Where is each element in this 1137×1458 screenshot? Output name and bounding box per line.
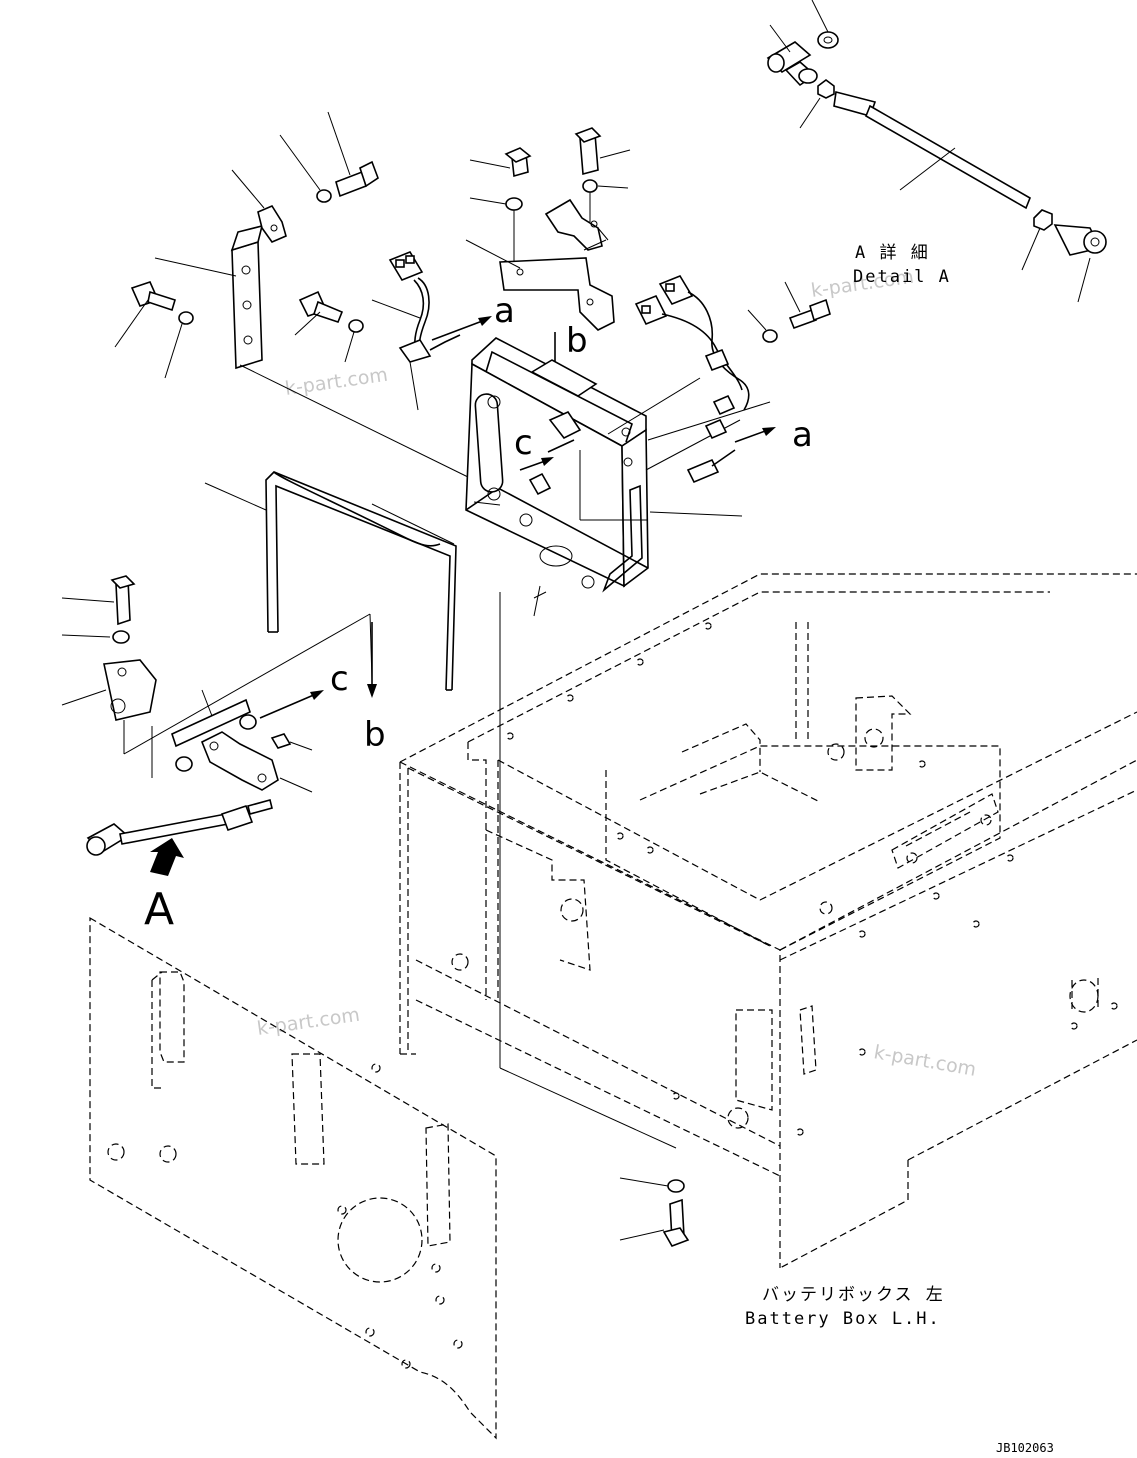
detail-a-label-en: Detail A [853,267,951,287]
battery-box-label-jp: バッテリボックス 左 [762,1285,945,1305]
callout-a-top: a [494,291,515,331]
callout-b-top: b [566,321,588,361]
lower-linkage-assembly [61,575,377,876]
battery-box-label-en: Battery Box L.H. [745,1309,941,1329]
watermark: k-part.com [872,1041,978,1081]
chassis-side-panel [89,916,497,1440]
battery-mount-bracket [465,337,771,617]
battery-box-lh [399,573,1137,1269]
detail-a-label-jp: A 詳 細 [855,243,930,263]
harness-right [634,275,831,484]
detail-a-rod-assembly [766,0,1107,303]
watermark: k-part.com [256,1004,362,1040]
callout-c-left: c [514,423,533,463]
hold-down-rod [204,471,457,691]
callout-b-lower: b [364,715,386,755]
drawing-number: JB102063 [996,1441,1054,1455]
left-bracket-assembly [114,111,471,479]
callout-a-right: a [792,415,813,455]
view-a-label: A [144,884,174,935]
callout-c-lower: c [330,659,349,699]
harness-left [294,251,492,411]
bottom-bolt-washer [619,1177,690,1247]
